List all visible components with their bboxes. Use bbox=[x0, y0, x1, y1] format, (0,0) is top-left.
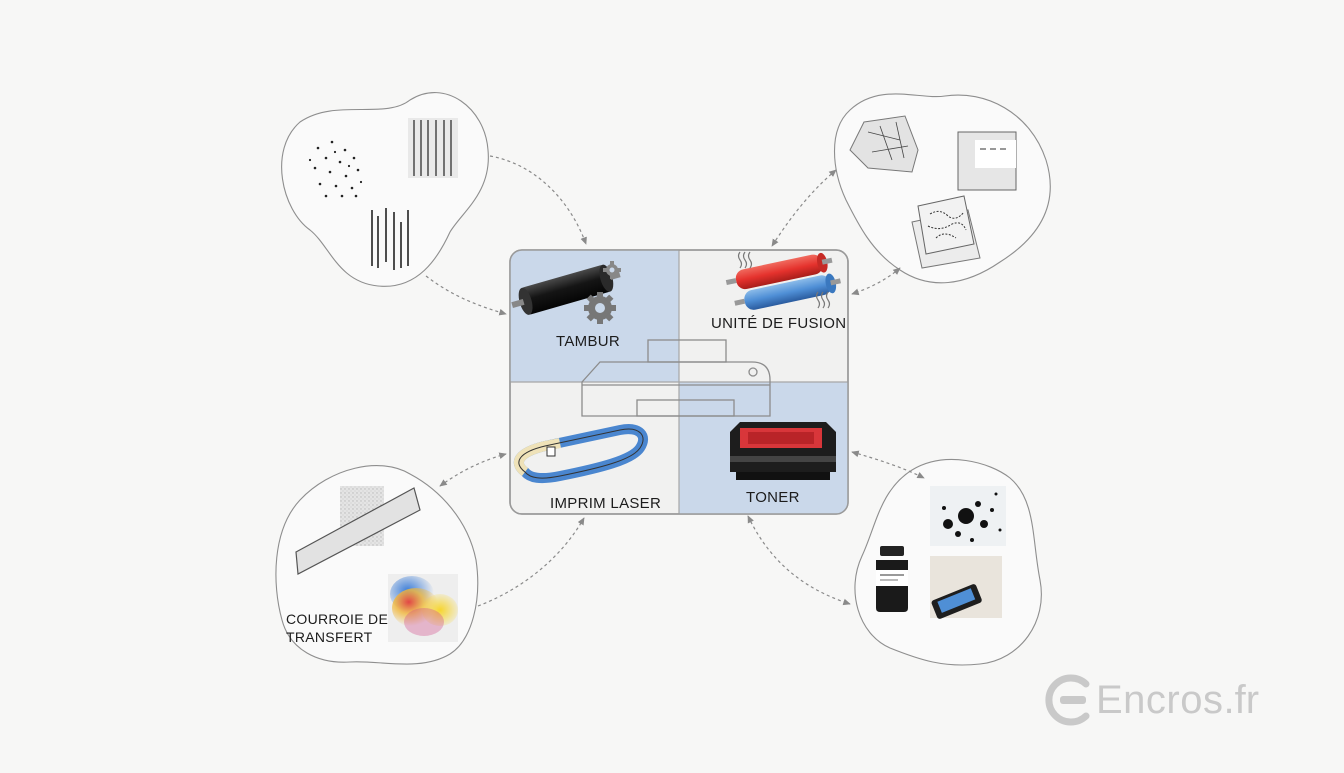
printer-outline-icon bbox=[581, 339, 771, 417]
laser-printer-label: IMPRIM LASER bbox=[550, 495, 662, 512]
fuser-label: UNITÉ DE FUSION bbox=[711, 315, 847, 332]
belt-strip-icon bbox=[295, 487, 421, 575]
transfer-belt-label: COURROIE DE TRANSFERT bbox=[286, 611, 389, 645]
belt-loop-icon bbox=[514, 424, 648, 484]
scattered-dots-icon bbox=[308, 140, 363, 198]
brand-watermark: Encros.fr bbox=[1046, 674, 1259, 726]
blob-top-right bbox=[834, 93, 1051, 284]
gear-small-icon bbox=[603, 261, 621, 279]
cartridge-photo-icon bbox=[930, 556, 1002, 619]
toner-label: TONER bbox=[746, 489, 800, 506]
smudged-pages-icon bbox=[911, 195, 981, 269]
gear-icon bbox=[584, 292, 616, 324]
drum-label: TAMBUR bbox=[556, 333, 621, 350]
crumpled-paper-icon bbox=[849, 115, 919, 173]
ink-splatter-icon bbox=[930, 486, 1006, 546]
connector-arrows bbox=[425, 155, 925, 607]
toner-bottle-icon bbox=[876, 546, 908, 612]
brand-name: Encros bbox=[1096, 677, 1224, 722]
heat-waves-icon bbox=[737, 251, 831, 309]
blank-page-icon bbox=[957, 131, 1017, 191]
blob-bottom-right bbox=[854, 458, 1042, 666]
vertical-lines-icon bbox=[371, 208, 409, 270]
fuser-rollers-icon bbox=[725, 251, 841, 310]
blob-top-left bbox=[281, 92, 489, 287]
brand-tld: .fr bbox=[1223, 677, 1260, 722]
drum-icon bbox=[511, 261, 621, 324]
toner-cartridge-icon bbox=[730, 422, 836, 480]
blob-bottom-left bbox=[275, 465, 479, 665]
center-panel bbox=[509, 249, 849, 515]
color-smear-icon bbox=[388, 574, 458, 642]
vertical-streaks-icon bbox=[408, 118, 458, 178]
encros-logo-icon bbox=[1045, 674, 1090, 726]
